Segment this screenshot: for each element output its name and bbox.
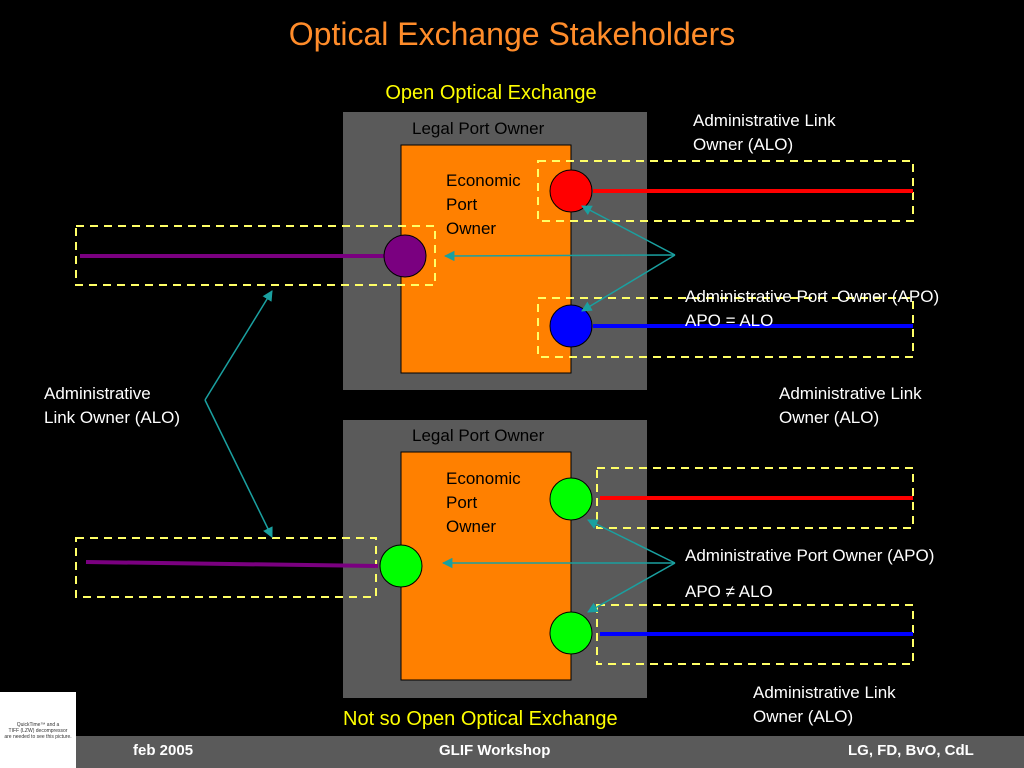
port-green-bottom-right — [549, 611, 593, 655]
arrow-apo-to-red — [581, 205, 676, 256]
slide-title: Optical Exchange Stakeholders — [288, 16, 736, 52]
port-green-top-right — [549, 477, 593, 521]
open-exchange-label: Open Optical Exchange — [385, 82, 597, 104]
footer-event: GLIF Workshop — [439, 742, 551, 759]
arrow-alo-to-top-link — [204, 290, 273, 401]
apo-top-label: Administrative Port Owner (APO)APO = ALO — [685, 287, 940, 330]
legal-port-owner-label-top: Legal Port Owner — [412, 119, 545, 138]
port-green-left — [379, 544, 423, 588]
footer-bar — [0, 736, 1024, 768]
link-box-bottom-left — [75, 537, 377, 598]
link-box-bottom-blue — [596, 604, 914, 665]
footer-date: feb 2005 — [133, 742, 194, 759]
link-box-bottom-red — [596, 467, 914, 529]
apo-not-equal-alo-label: APO ≠ ALO — [685, 582, 773, 601]
arrow-apo-to-top-green — [587, 519, 676, 564]
legal-port-owner-label-bottom: Legal Port Owner — [412, 426, 545, 445]
port-blue-top — [549, 304, 593, 348]
port-purple-top — [383, 234, 427, 278]
arrow-apo-to-bottom-green — [587, 562, 676, 613]
arrow-apo-to-purple — [443, 250, 676, 262]
arrow-alo-to-bottom-link — [204, 399, 273, 538]
port-red-top — [549, 169, 593, 213]
not-so-open-exchange-label: Not so Open Optical Exchange — [343, 708, 618, 730]
link-box-top-red — [537, 160, 914, 222]
footer-authors: LG, FD, BvO, CdL — [848, 742, 974, 759]
link-box-top-blue — [537, 297, 914, 358]
economic-port-owner-box-bottom — [400, 451, 572, 681]
apo-bottom-label: Administrative Port Owner (APO) — [685, 546, 935, 565]
arrow-apo-to-blue — [581, 254, 676, 312]
link-purple-bottom — [85, 560, 379, 568]
economic-port-owner-box-top — [400, 144, 572, 374]
